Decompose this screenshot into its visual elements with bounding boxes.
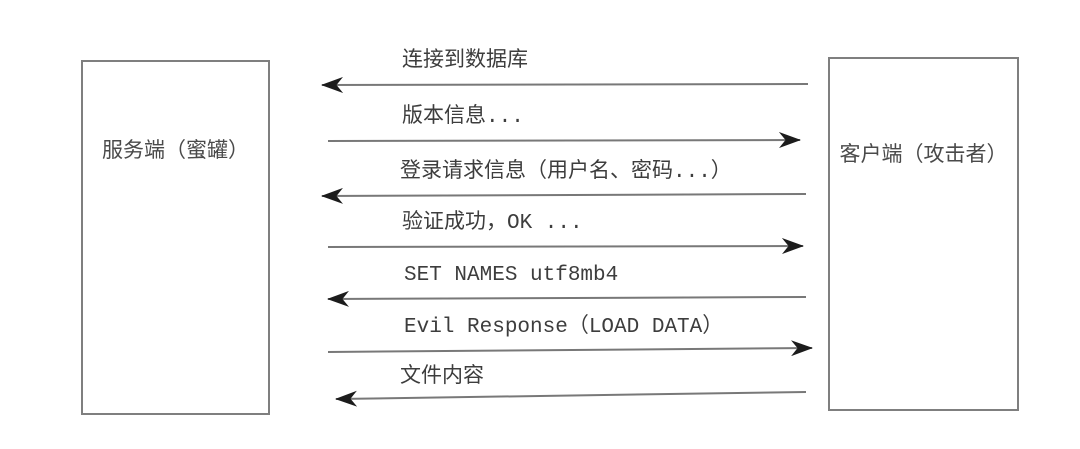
- message-arrow-to-server: [327, 290, 807, 307]
- message-arrow-to-server: [321, 187, 807, 204]
- client-node: 客户端（攻击者）: [828, 57, 1019, 411]
- message-arrow-to-client: [327, 132, 801, 149]
- server-node: 服务端（蜜罐）: [81, 60, 270, 415]
- message-label: SET NAMES utf8mb4: [404, 264, 619, 287]
- message-arrow-to-client: [327, 238, 804, 255]
- server-node-label: 服务端（蜜罐）: [102, 141, 249, 164]
- message-label: 登录请求信息（用户名、密码...）: [400, 161, 732, 184]
- message-label: Evil Response（LOAD DATA）: [404, 316, 724, 339]
- message-arrow-to-server: [321, 76, 809, 93]
- message-arrow-to-client: [327, 340, 813, 357]
- message-arrow-to-server: [335, 390, 807, 407]
- message-label: 版本信息...: [402, 106, 524, 129]
- message-label: 连接到数据库: [402, 50, 528, 73]
- message-label: 验证成功，OK ...: [402, 212, 583, 235]
- client-node-label: 客户端（攻击者）: [839, 145, 1008, 168]
- message-label: 文件内容: [400, 366, 484, 389]
